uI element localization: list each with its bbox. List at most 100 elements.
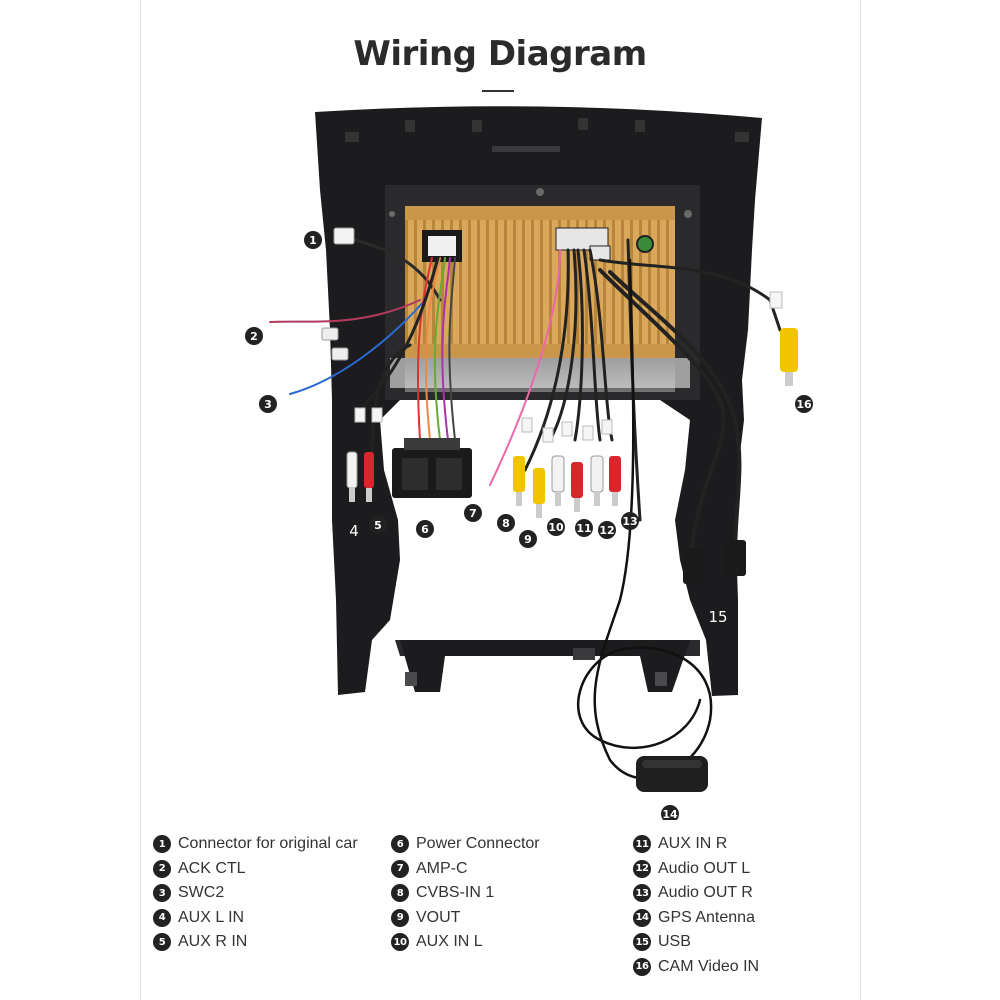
callout-15: 15: [708, 608, 727, 626]
legend-column-2: 6 Power Connector 7 AMP-C 8 CVBS-IN 1 9 VOUT…: [391, 832, 540, 955]
legend-item: 16 CAM Video IN: [633, 955, 759, 980]
legend-item: 9 VOUT: [391, 906, 540, 931]
callout-4: 4: [349, 522, 359, 540]
legend-number: 5: [153, 933, 171, 952]
legend-number: 16: [633, 957, 651, 976]
ack-ctl-wire-end: [321, 327, 339, 341]
callout-6: 6: [416, 520, 434, 538]
legend-number: 9: [391, 908, 409, 927]
legend-number: 6: [391, 835, 409, 854]
legend-label: AUX IN R: [658, 835, 728, 853]
legend-number: 14: [633, 908, 651, 927]
svg-text:2: 2: [250, 330, 258, 343]
legend-number: 7: [391, 859, 409, 878]
rca-aux-l-in: [346, 451, 358, 502]
svg-text:1: 1: [309, 234, 317, 247]
legend-label: Connector for original car: [178, 835, 358, 853]
callout-9: 9: [519, 530, 537, 548]
callout-3: 3: [259, 395, 277, 413]
legend-label: Audio OUT R: [658, 884, 753, 902]
callout-8: 8: [497, 514, 515, 532]
callout-1: 1: [304, 231, 322, 249]
original-car-connector: [333, 227, 355, 245]
legend-number: 10: [391, 933, 409, 952]
legend-item: 14 GPS Antenna: [633, 906, 759, 931]
legend-number: 4: [153, 908, 171, 927]
svg-text:8: 8: [502, 517, 510, 530]
legend-item: 8 CVBS-IN 1: [391, 881, 540, 906]
legend-item: 5 AUX R IN: [153, 930, 358, 955]
legend-label: AUX L IN: [178, 908, 245, 926]
legend-number: 13: [633, 884, 651, 903]
swc2-wire-end: [331, 347, 349, 361]
callout-12: 12: [598, 521, 616, 539]
svg-text:13: 13: [622, 515, 637, 528]
legend-label: AMP-C: [416, 859, 468, 877]
legend-label: Audio OUT L: [658, 859, 751, 877]
svg-text:4: 4: [349, 522, 359, 540]
callout-10: 10: [547, 518, 565, 536]
legend-item: 4 AUX L IN: [153, 906, 358, 931]
legend-item: 6 Power Connector: [391, 832, 540, 857]
svg-text:15: 15: [708, 608, 727, 626]
legend-label: CAM Video IN: [658, 957, 760, 975]
callout-13: 13: [621, 512, 639, 530]
legend-item: 7 AMP-C: [391, 857, 540, 882]
legend-item: 10 AUX IN L: [391, 930, 540, 955]
legend-label: USB: [658, 933, 691, 951]
wire-tags: [354, 291, 783, 443]
legend-label: Power Connector: [416, 835, 540, 853]
title-underline: [482, 90, 514, 92]
rca-aux-in-r: [571, 462, 583, 512]
legend-item: 2 ACK CTL: [153, 857, 358, 882]
svg-text:5: 5: [374, 519, 382, 532]
svg-text:7: 7: [469, 507, 477, 520]
usb-plugs: [683, 540, 746, 584]
legend-column-3: 11 AUX IN R 12 Audio OUT L 13 Audio OUT R 1…: [633, 832, 759, 979]
legend-label: VOUT: [416, 908, 461, 926]
legend-label: ACK CTL: [178, 859, 246, 877]
power-connector: [392, 438, 472, 498]
legend-number: 11: [633, 835, 651, 854]
rca-cam-video-in: [780, 328, 798, 386]
legend-number: 8: [391, 884, 409, 903]
callout-5: 5: [369, 516, 387, 534]
svg-text:3: 3: [264, 398, 272, 411]
svg-text:11: 11: [576, 522, 591, 535]
legend-label: AUX R IN: [178, 933, 248, 951]
legend-item: 11 AUX IN R: [633, 832, 759, 857]
callout-16: 16: [795, 395, 813, 413]
right-border: [860, 0, 861, 1000]
rca-cvbs-in: [513, 456, 525, 506]
wiring-diagram: 1 2 3 4 5 6 7 8 9 10 11 12 13 14 15 16: [245, 106, 813, 820]
callout-7: 7: [464, 504, 482, 522]
callout-11: 11: [575, 519, 593, 537]
legend-label: CVBS-IN 1: [416, 884, 495, 902]
callout-badges: 1 2 3 4 5 6 7 8 9 10 11 12 13 14 15 16: [245, 231, 813, 820]
mounting-frame: [315, 106, 762, 696]
legend-number: 2: [153, 859, 171, 878]
legend-number: 3: [153, 884, 171, 903]
legend-item: 1 Connector for original car: [153, 832, 358, 857]
svg-text:6: 6: [421, 523, 429, 536]
legend-item: 13 Audio OUT R: [633, 881, 759, 906]
svg-text:9: 9: [524, 533, 532, 546]
rca-vout: [533, 468, 545, 518]
rca-audio-out-l: [590, 455, 604, 506]
legend-label: AUX IN L: [416, 933, 483, 951]
rca-audio-out-r: [609, 456, 621, 506]
left-border: [140, 0, 141, 1000]
svg-text:16: 16: [796, 398, 812, 411]
svg-text:14: 14: [662, 808, 678, 820]
legend-label: GPS Antenna: [658, 908, 755, 926]
legend-number: 1: [153, 835, 171, 854]
legend-number: 12: [633, 859, 651, 878]
rca-aux-in-l: [551, 455, 565, 506]
page-title: Wiring Diagram: [353, 34, 647, 74]
legend-item: 12 Audio OUT L: [633, 857, 759, 882]
svg-text:12: 12: [599, 524, 614, 537]
wire-bundle: [269, 238, 782, 780]
callout-2: 2: [245, 327, 263, 345]
